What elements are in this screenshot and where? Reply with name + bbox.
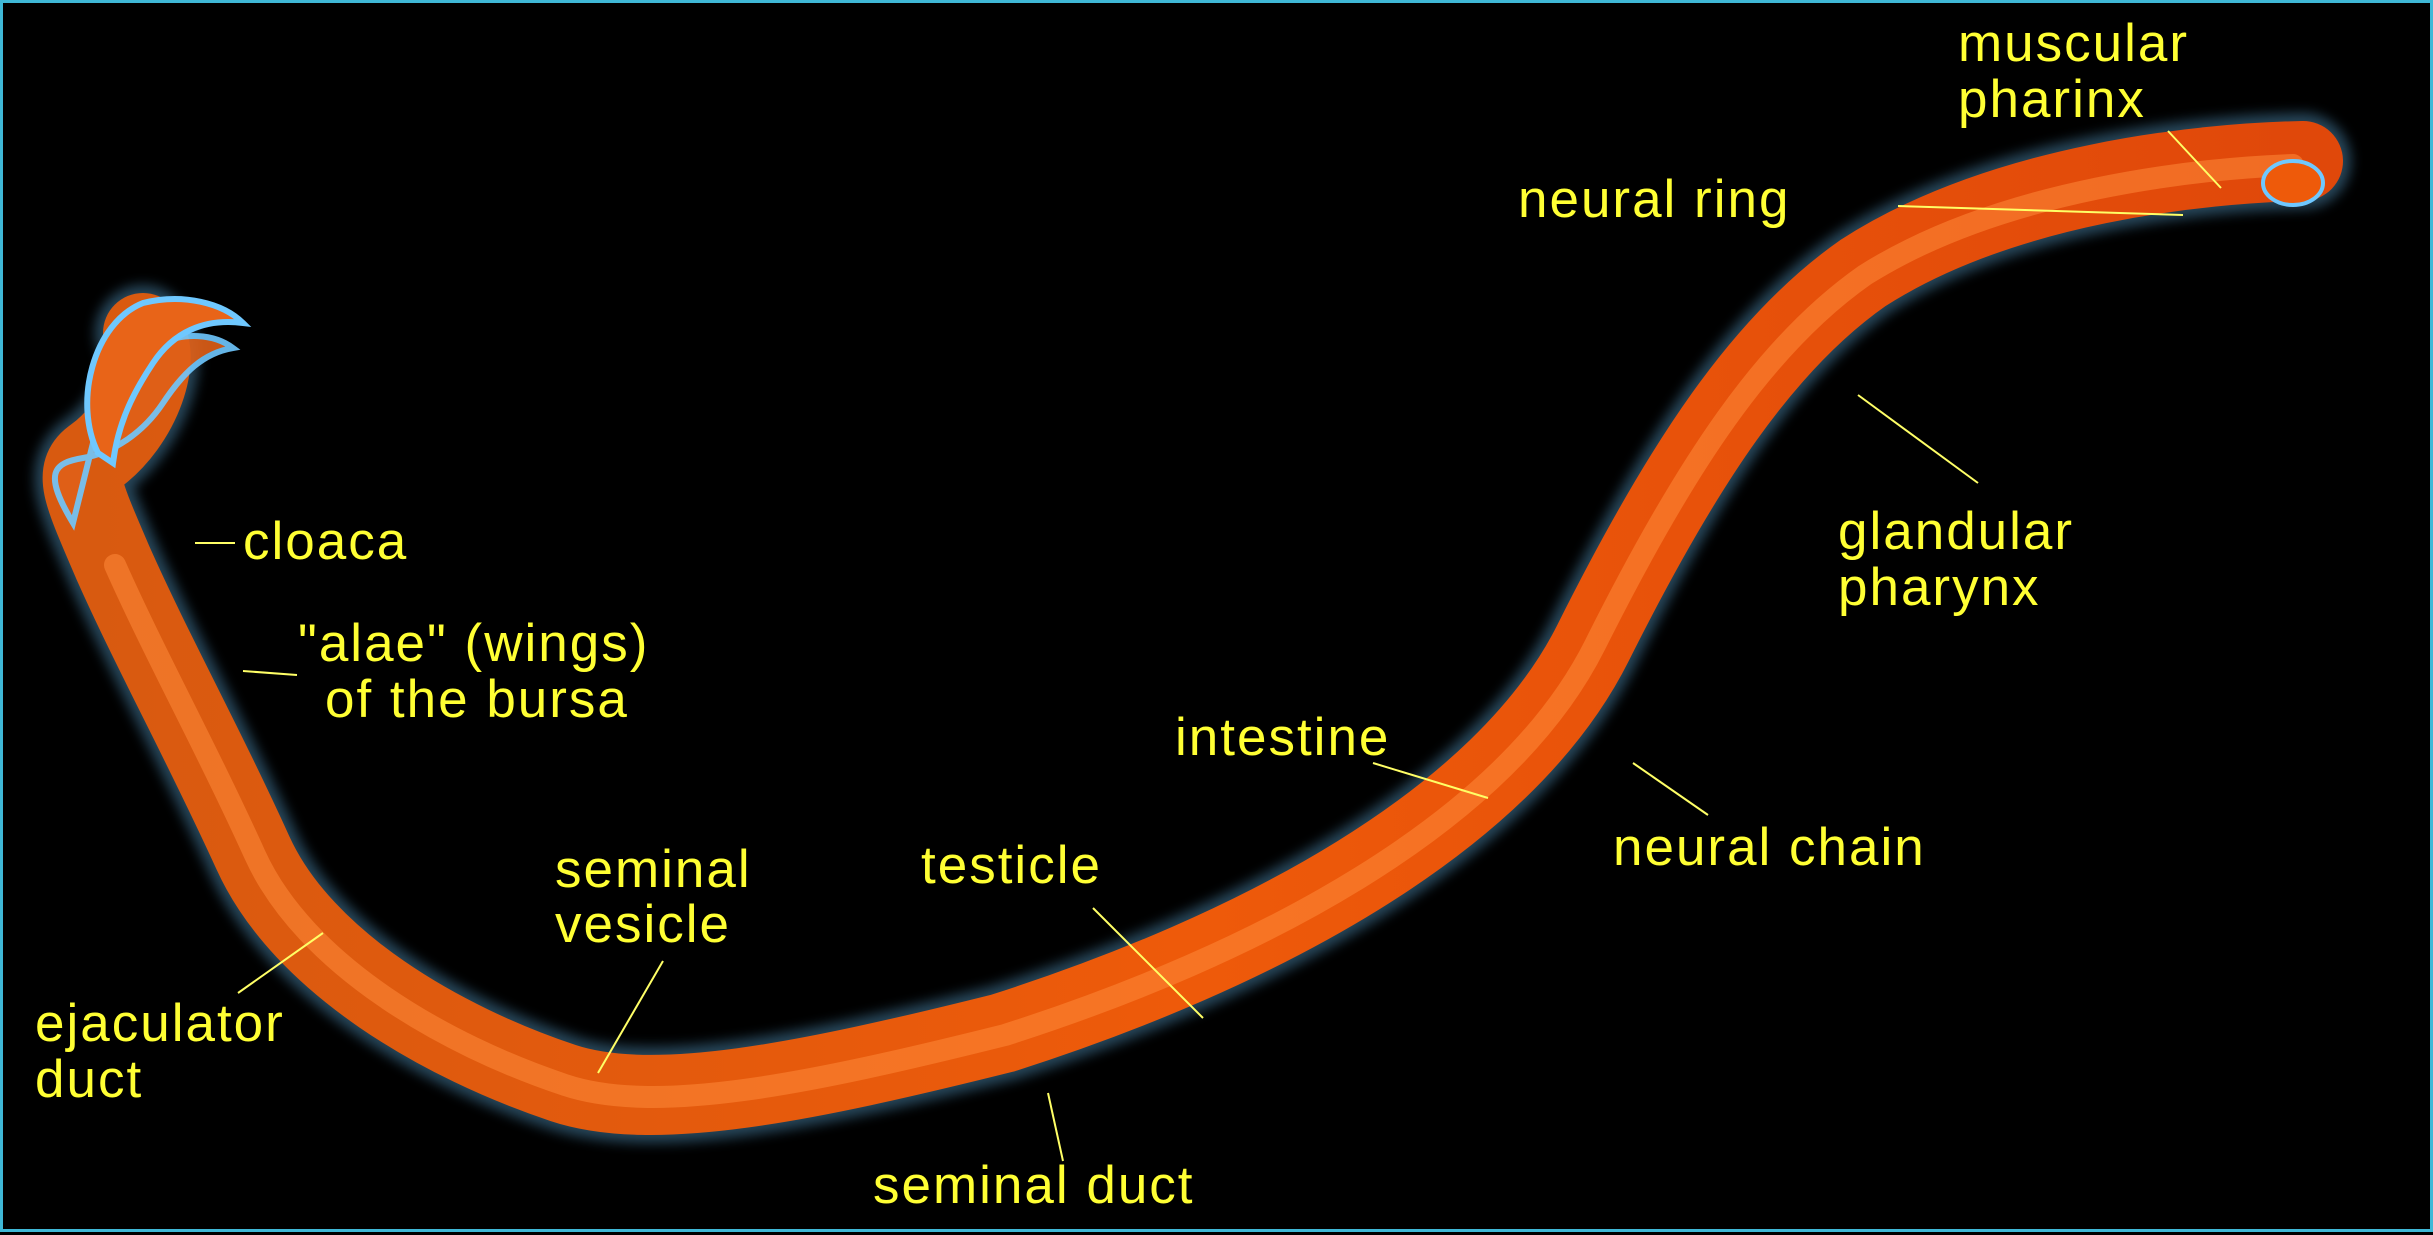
- label-alae-line2: of the bursa: [325, 671, 629, 729]
- label-neural-chain: neural chain: [1613, 819, 1926, 877]
- label-muscular-pharinx-line2: pharinx: [1958, 71, 2146, 129]
- leader-seminal-duct: [1048, 1093, 1063, 1161]
- leader-alae: [243, 671, 297, 675]
- label-testicle: testicle: [921, 837, 1102, 895]
- leader-neural-chain: [1633, 763, 1708, 815]
- label-ejaculator-duct-line2: duct: [35, 1051, 143, 1109]
- label-ejaculator-duct-line1: ejaculator: [35, 995, 285, 1053]
- label-seminal-duct: seminal duct: [873, 1157, 1195, 1215]
- label-glandular-pharynx-line1: glandular: [1838, 503, 2074, 561]
- label-glandular-pharynx-line2: pharynx: [1838, 559, 2041, 617]
- label-seminal-vesicle-line1: seminal: [555, 841, 752, 899]
- label-neural-ring: neural ring: [1518, 171, 1790, 229]
- label-seminal-vesicle-line2: vesicle: [555, 896, 731, 954]
- label-cloaca: cloaca: [243, 513, 408, 571]
- worm-head: [2263, 161, 2323, 205]
- leader-glandular-pharynx: [1858, 395, 1978, 483]
- label-intestine: intestine: [1175, 709, 1390, 767]
- label-muscular-pharinx-line1: muscular: [1958, 15, 2189, 73]
- label-alae-line1: "alae" (wings): [298, 615, 649, 673]
